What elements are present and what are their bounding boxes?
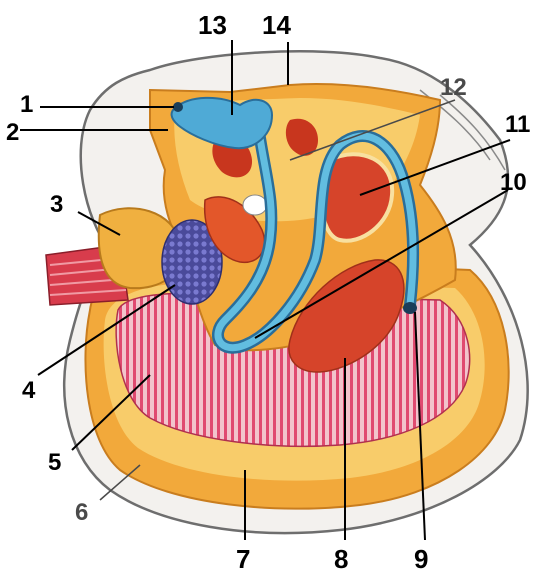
label-3: 3 [50,191,63,218]
label-14: 14 [262,10,291,40]
label-10: 10 [500,169,527,196]
label-9: 9 [414,544,428,572]
label-5: 5 [48,449,61,476]
mouth-opening [243,195,267,215]
mouth-dot [173,102,183,112]
label-6: 6 [75,499,88,526]
label-13: 13 [198,10,227,40]
label-11: 11 [505,111,530,138]
label-12: 12 [440,74,467,101]
label-8: 8 [334,544,348,572]
label-2: 2 [6,119,19,146]
label-7: 7 [236,544,250,572]
label-4: 4 [22,377,36,404]
label-1: 1 [20,91,33,118]
